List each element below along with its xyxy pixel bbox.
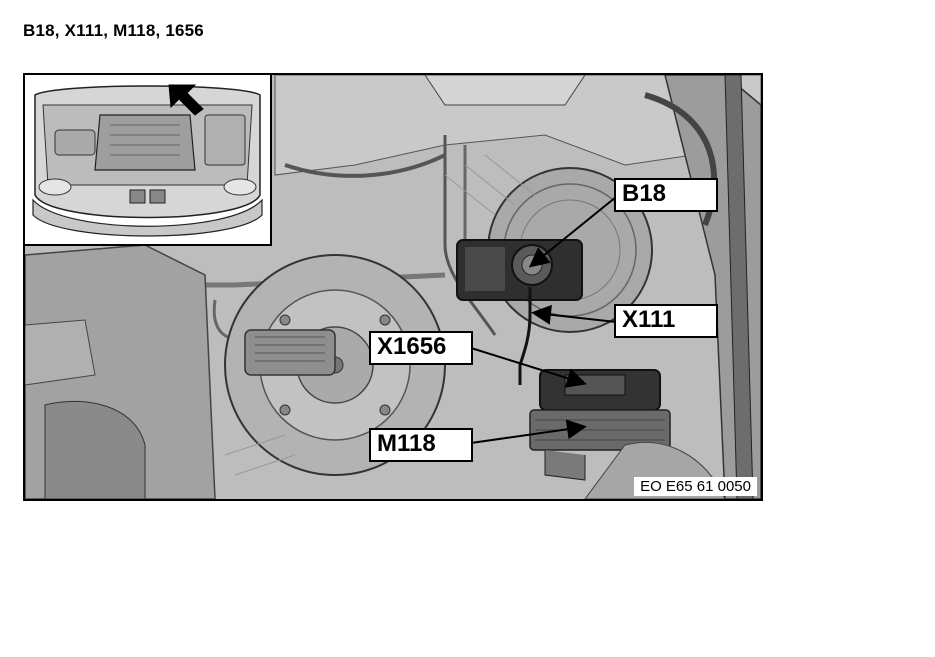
page-title: B18, X111, M118, 1656 — [23, 21, 204, 40]
callout-x111: X111 — [614, 304, 718, 338]
figure-reference-code: EO E65 61 0050 — [634, 477, 757, 496]
engine-bay-illustration: B18 X111 X1656 M118 EO E65 61 0050 — [23, 73, 763, 501]
overview-inset — [25, 75, 272, 246]
callout-x1656: X1656 — [369, 331, 473, 365]
arrow-icon — [168, 84, 204, 116]
callout-b18: B18 — [614, 178, 718, 212]
callout-m118: M118 — [369, 428, 473, 462]
car-front-overview-drawing — [25, 75, 270, 244]
